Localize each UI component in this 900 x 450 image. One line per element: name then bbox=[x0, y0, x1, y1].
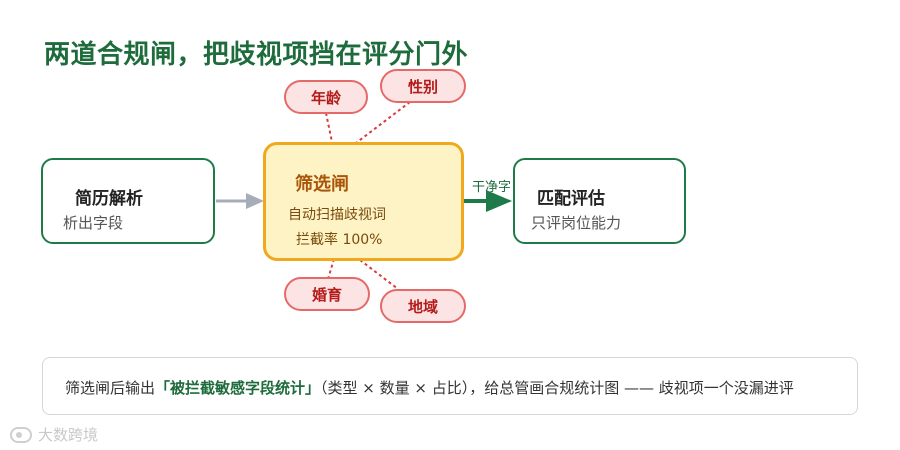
match-eval-subtitle: 只评岗位能力 bbox=[531, 214, 622, 232]
match-eval-node: 匹配评估 只评岗位能力 bbox=[513, 158, 686, 244]
watermark: 大数跨境 bbox=[10, 424, 98, 445]
match-eval-title: 匹配评估 bbox=[537, 189, 605, 209]
link-region bbox=[359, 259, 399, 290]
filter-gate-title: 筛选闸 bbox=[295, 174, 349, 195]
summary-banner: 筛选闸后输出「被拦截敏感字段统计」（类型 × 数量 × 占比），给总管画合规统计… bbox=[42, 357, 858, 415]
watermark-text: 大数跨境 bbox=[38, 426, 99, 444]
link-marriage bbox=[327, 258, 335, 280]
blocked-field-age: 年龄 bbox=[284, 80, 368, 114]
resume-parse-title: 简历解析 bbox=[75, 189, 143, 209]
link-age bbox=[325, 112, 333, 143]
filter-gate-line2: 拦截率 100% bbox=[296, 232, 383, 248]
summary-highlight: 「被拦截敏感字段统计」 bbox=[155, 379, 321, 397]
blocked-field-region: 地域 bbox=[380, 289, 466, 323]
page-title: 两道合规闸，把歧视项挡在评分门外 bbox=[44, 40, 469, 70]
filter-gate-node: 筛选闸 自动扫描歧视词 拦截率 100% bbox=[263, 142, 464, 261]
resume-parse-subtitle: 析出字段 bbox=[63, 214, 124, 232]
watermark-logo-icon bbox=[10, 426, 32, 443]
green-arrow bbox=[463, 190, 512, 212]
dotted-links bbox=[325, 101, 411, 290]
blocked-field-gender: 性别 bbox=[380, 69, 466, 103]
resume-parse-node: 简历解析 析出字段 bbox=[41, 158, 215, 244]
clean-fields-label: 干净字 bbox=[472, 180, 512, 195]
summary-text: 筛选闸后输出「被拦截敏感字段统计」（类型 × 数量 × 占比），给总管画合规统计… bbox=[65, 377, 794, 398]
filter-gate-line1: 自动扫描歧视词 bbox=[288, 207, 386, 223]
link-gender bbox=[355, 101, 411, 144]
summary-prefix: 筛选闸后输出 bbox=[65, 379, 156, 397]
gray-arrow bbox=[216, 193, 264, 209]
summary-suffix: （类型 × 数量 × 占比），给总管画合规统计图 —— 歧视项一个没漏进评 bbox=[320, 379, 794, 397]
blocked-field-marriage: 婚育 bbox=[284, 277, 370, 311]
